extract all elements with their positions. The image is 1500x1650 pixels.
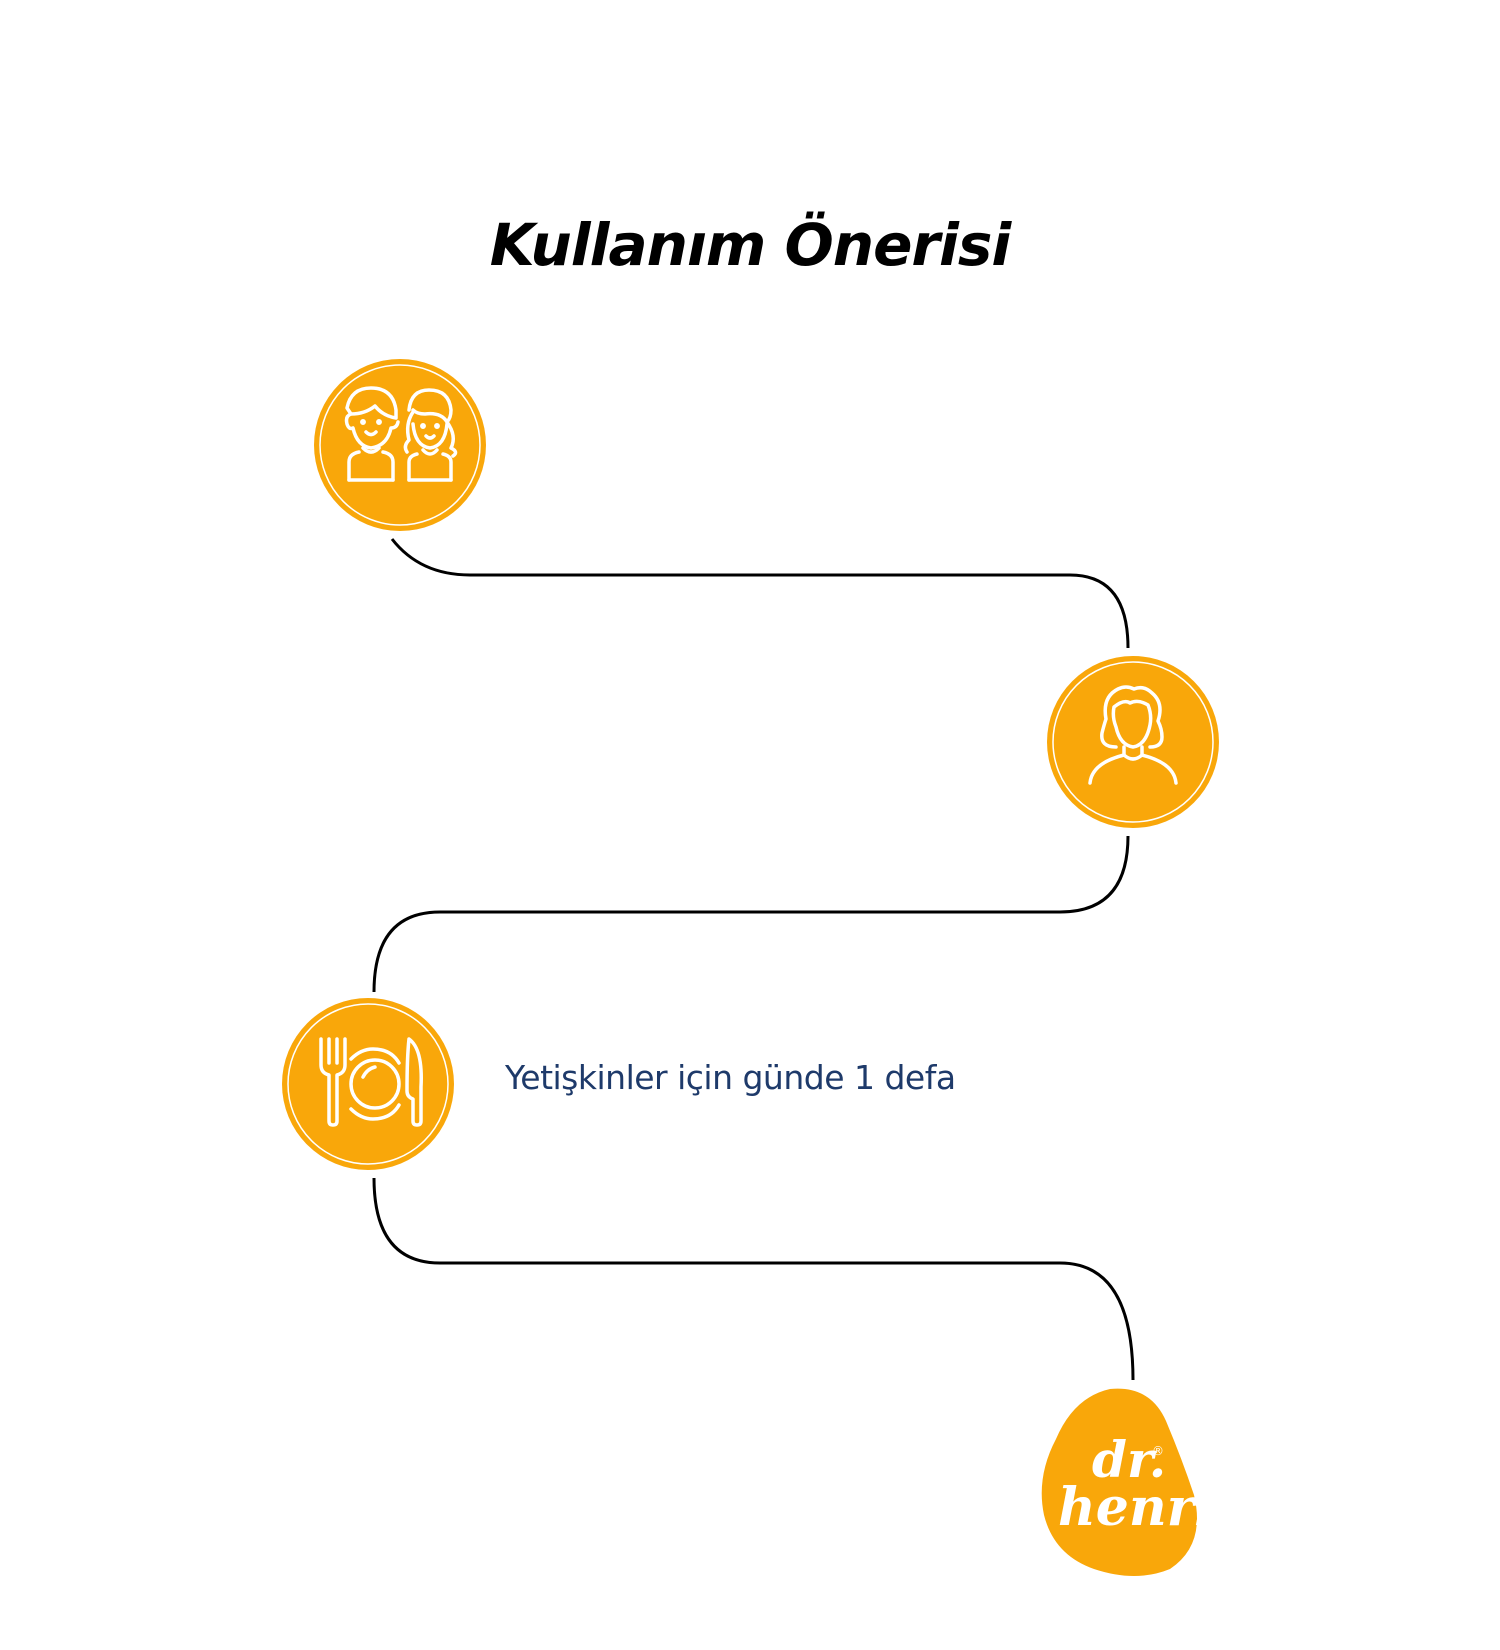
logo-line2: henri: [1058, 1477, 1200, 1538]
step-2-text: Yetişkinler için günde 1 defa: [505, 1058, 956, 1097]
page-title: Kullanım Önerisi: [489, 211, 1012, 279]
children-icon: [314, 359, 486, 531]
logo-line1: dr.: [1092, 1430, 1166, 1489]
adult-woman-icon: [1047, 656, 1219, 828]
connector-1: [390, 538, 1130, 649]
step-3-badge: [281, 997, 455, 1171]
dr-henri-logo-icon: dr. ® henri: [1041, 1388, 1214, 1576]
connector-2: [372, 835, 1130, 993]
brand-logo: dr. ® henri: [1040, 1385, 1214, 1577]
plate-fork-knife-icon: [282, 998, 454, 1170]
step-1-badge: [313, 358, 487, 532]
logo-registered: ®: [1152, 1444, 1164, 1458]
step-2-badge: [1046, 655, 1220, 829]
connector-3: [372, 1177, 1135, 1381]
